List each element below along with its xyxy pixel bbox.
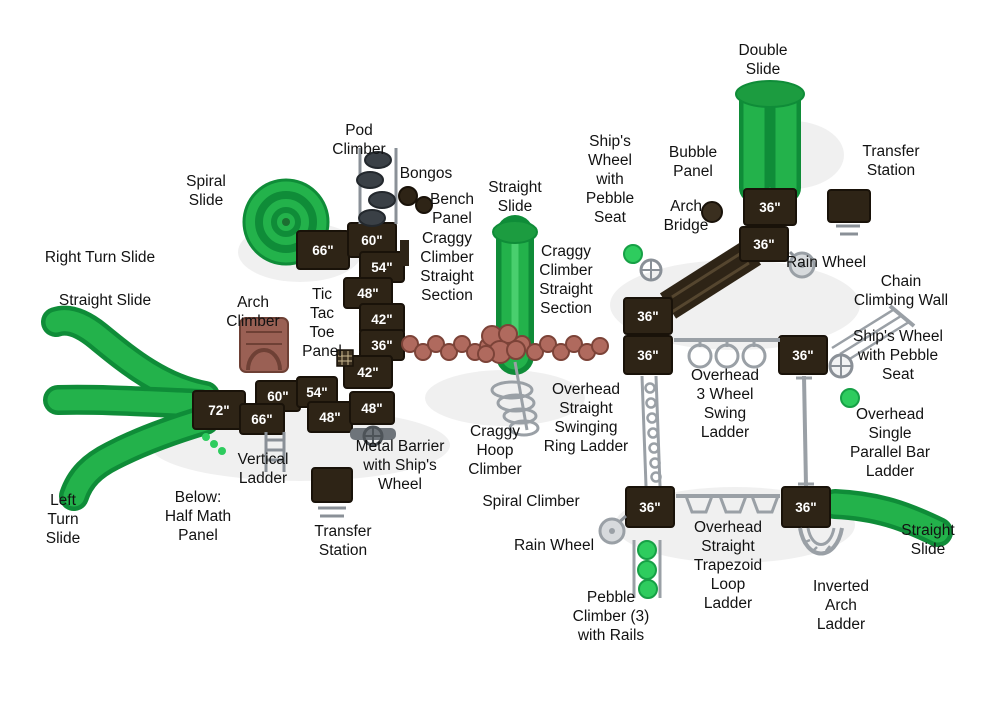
size-label: 36" xyxy=(753,237,774,252)
arch-climber xyxy=(239,317,289,373)
double-slide xyxy=(735,80,805,203)
platform-66-b xyxy=(239,403,285,435)
label-straight-slide-top: Straight Slide xyxy=(488,179,542,215)
size-label: 42" xyxy=(371,312,392,327)
size-label: 36" xyxy=(637,348,658,363)
label-straight-slide-bottom-right: Straight Slide xyxy=(901,522,955,558)
label-overhead-single-parallel-bar-ladder: Overhead Single Parallel Bar Ladder xyxy=(849,406,931,480)
label-inverted-arch-ladder: Inverted Arch Ladder xyxy=(812,578,870,633)
platform-size-labels: 66" 60" 54" 48" 42" 36" 42" 60" 54" 72" … xyxy=(208,200,816,515)
platform-42-b xyxy=(343,355,393,389)
label-arch-climber: Arch Climber xyxy=(226,294,280,330)
overhead-swinging-ring-ladder xyxy=(640,375,662,487)
transfer-station-left-deck xyxy=(311,467,353,503)
platform-36-r1 xyxy=(743,188,797,226)
rain-wheel-top xyxy=(788,250,816,279)
spiral-climber xyxy=(490,361,540,437)
metal-barrier-ships-wheel xyxy=(350,425,396,447)
platform-48-c xyxy=(349,391,395,425)
label-below-half-math-panel: Below: Half Math Panel xyxy=(164,489,232,544)
size-label: 54" xyxy=(371,260,392,275)
inverted-arch-ladder xyxy=(798,527,844,556)
size-label: 36" xyxy=(637,309,658,324)
size-label: 54" xyxy=(306,385,327,400)
label-overhead-trapezoid-loop-ladder: Overhead Straight Trapezoid Loop Ladder xyxy=(693,519,763,612)
size-label: 60" xyxy=(361,233,382,248)
size-label: 48" xyxy=(319,410,340,425)
bubble-panel xyxy=(701,201,723,223)
size-label: 36" xyxy=(759,200,780,215)
chain-climbing-wall xyxy=(831,304,916,362)
straight-slide-left xyxy=(43,384,215,419)
size-label: 66" xyxy=(312,243,333,258)
label-double-slide: Double Slide xyxy=(738,42,788,78)
label-overhead-3-wheel-swing-ladder: Overhead 3 Wheel Swing Ladder xyxy=(690,367,760,441)
straight-slide-bottom-right xyxy=(820,489,953,547)
overhead-single-parallel-bar-ladder xyxy=(796,375,814,487)
label-overhead-swinging-ring-ladder: Overhead Straight Swinging Ring Ladder xyxy=(543,381,629,455)
size-label: 72" xyxy=(208,403,229,418)
label-transfer-station-bottom: Transfer Station xyxy=(314,523,372,559)
tic-tac-toe-panel xyxy=(336,349,354,367)
size-label: 36" xyxy=(795,500,816,515)
transfer-station-right-steps xyxy=(836,224,860,236)
label-bench-panel: Bench Panel xyxy=(430,191,474,227)
size-label: 36" xyxy=(371,338,392,353)
left-turn-slide xyxy=(59,405,220,511)
pod-climber xyxy=(356,148,398,227)
size-label: 36" xyxy=(792,348,813,363)
ships-wheel-pebble-seat-right xyxy=(828,353,860,408)
size-label: 36" xyxy=(639,500,660,515)
label-tic-tac-toe-panel: Tic Tac Toe Panel xyxy=(302,286,342,360)
overhead-trapezoid-loop-ladder xyxy=(676,494,780,514)
label-ships-wheel-pebble-seat-top: Ship's Wheel with Pebble Seat xyxy=(585,133,635,226)
platform-36-r6 xyxy=(625,486,675,528)
label-transfer-station-top: Transfer Station xyxy=(862,143,920,179)
size-label: 60" xyxy=(267,389,288,404)
platform-36-r2 xyxy=(739,226,789,262)
right-turn-slide xyxy=(41,305,220,411)
platform-decks xyxy=(192,188,871,528)
pebble-climber-with-rails xyxy=(632,540,662,599)
bench-panel xyxy=(400,240,409,266)
label-pod-climber: Pod Climber xyxy=(332,122,386,158)
label-right-turn-slide: Right Turn Slide xyxy=(44,249,156,266)
label-chain-climbing-wall: Chain Climbing Wall xyxy=(853,273,949,309)
transfer-station-right-deck xyxy=(827,189,871,223)
platform-36-r3 xyxy=(623,297,673,335)
platform-36-r7 xyxy=(781,486,831,528)
label-rain-wheel-bottom: Rain Wheel xyxy=(513,537,595,554)
label-bubble-panel: Bubble Panel xyxy=(668,144,718,180)
label-spiral-slide: Spiral Slide xyxy=(186,173,226,209)
size-label: 48" xyxy=(361,401,382,416)
label-pebble-climber: Pebble Climber (3) with Rails xyxy=(572,589,650,644)
label-craggy-climber-right: Craggy Climber Straight Section xyxy=(539,243,593,317)
bongos xyxy=(398,186,433,214)
rain-wheel-bottom xyxy=(598,514,628,545)
ships-wheel-pebble-seat-top xyxy=(623,244,663,282)
size-label: 48" xyxy=(357,286,378,301)
label-vertical-ladder: Vertical Ladder xyxy=(237,451,289,487)
label-arch-bridge: Arch Bridge xyxy=(663,198,709,234)
size-label: 42" xyxy=(357,365,378,380)
label-bongos: Bongos xyxy=(399,165,453,182)
platform-36-r4 xyxy=(623,335,673,375)
pebble-dots-left xyxy=(202,433,226,455)
label-craggy-hoop-climber: Craggy Hoop Climber xyxy=(468,423,522,478)
craggy-climber-right-section xyxy=(513,335,609,361)
platform-36-r5 xyxy=(778,335,828,375)
vertical-ladder xyxy=(264,432,286,472)
label-craggy-climber-left: Craggy Climber Straight Section xyxy=(420,230,474,304)
label-straight-slide-left: Straight Slide xyxy=(58,292,152,309)
label-metal-barrier-ships-wheel: Metal Barrier with Ship's Wheel xyxy=(355,438,445,493)
label-rain-wheel-top: Rain Wheel xyxy=(785,254,867,271)
overhead-3-wheel-swing-ladder xyxy=(674,338,780,369)
label-left-turn-slide: Left Turn Slide xyxy=(45,492,81,547)
craggy-hoop-climber xyxy=(477,324,526,364)
label-ships-wheel-pebble-seat-right: Ship's Wheel with Pebble Seat xyxy=(853,328,943,383)
transfer-station-left-steps xyxy=(318,506,346,518)
size-label: 66" xyxy=(251,412,272,427)
label-spiral-climber: Spiral Climber xyxy=(482,493,580,510)
